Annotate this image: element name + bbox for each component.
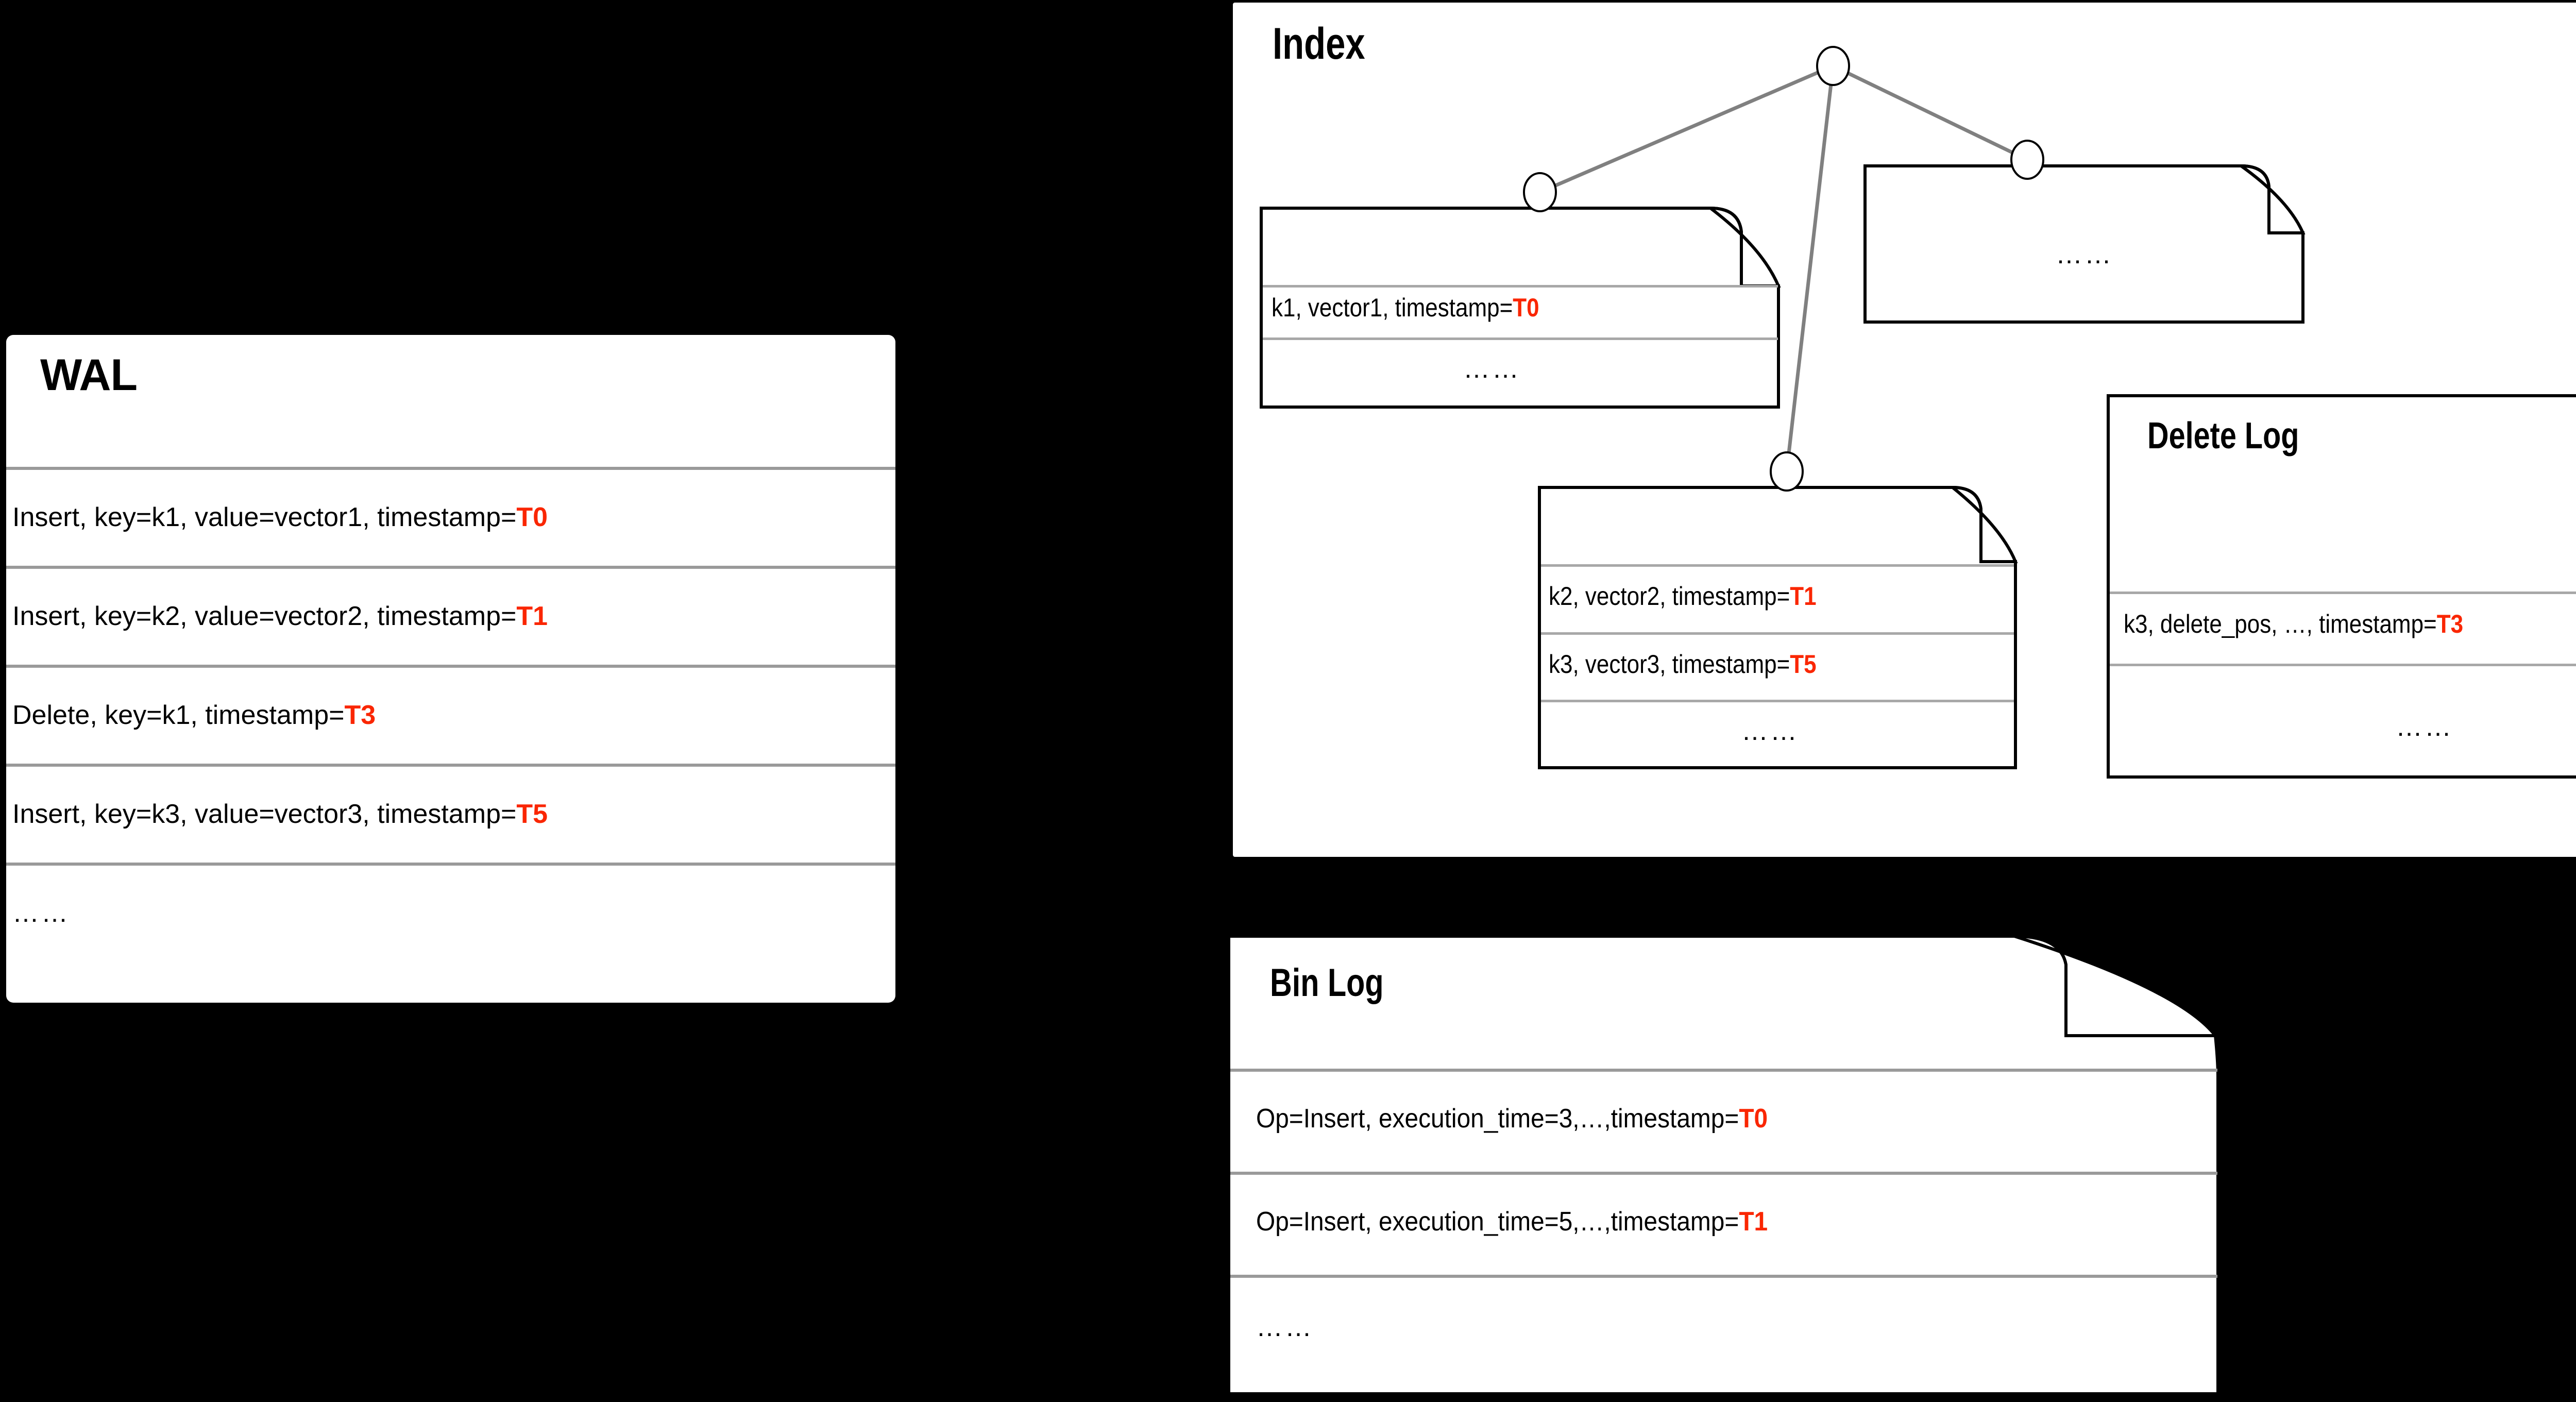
index-card-row-text: k1, vector1, timestamp= <box>1272 293 1513 322</box>
wal-separator <box>6 467 895 470</box>
delete-log-separator <box>2110 664 2576 666</box>
wal-row-text: Delete, key=k1, timestamp= <box>12 700 345 730</box>
bin-log-row: Op=Insert, execution_time=5,…,timestamp=… <box>1256 1208 1768 1235</box>
index-card-row-timestamp: T5 <box>1790 650 1817 679</box>
wal-row: Insert, key=k1, value=vector1, timestamp… <box>12 504 548 531</box>
bin-log-separator <box>1230 1275 2217 1278</box>
wal-row-ellipsis: …… <box>12 898 70 928</box>
wal-title: WAL <box>40 350 138 400</box>
index-panel <box>1233 3 2576 857</box>
delete-log-row-text: k3, delete_pos, …, timestamp= <box>2124 610 2437 638</box>
wal-row-timestamp: T1 <box>516 601 548 631</box>
delete-log-separator <box>2110 592 2576 594</box>
wal-row-timestamp: T5 <box>516 799 548 829</box>
wal-row-text: Insert, key=k2, value=vector2, timestamp… <box>12 601 517 631</box>
bin-log-separator <box>1230 1069 2217 1072</box>
wal-separator <box>6 566 895 569</box>
wal-separator <box>6 863 895 866</box>
wal-row-text: Insert, key=k1, value=vector1, timestamp… <box>12 502 517 532</box>
bin-log-row-timestamp: T1 <box>1739 1207 1768 1237</box>
index-card-row-text: k2, vector2, timestamp= <box>1549 582 1790 611</box>
bin-log-row-timestamp: T0 <box>1739 1104 1768 1134</box>
index-card-separator <box>1263 337 1778 340</box>
index-card-row-ellipsis: …… <box>2056 240 2113 269</box>
bin-log-row-text: Op=Insert, execution_time=5,…,timestamp= <box>1256 1207 1739 1237</box>
bin-log-card-fold-icon <box>2014 935 2219 1037</box>
index-card-row-timestamp: T0 <box>1513 293 1539 322</box>
delete-log-row-timestamp: T3 <box>2436 610 2464 638</box>
wal-row: Insert, key=k3, value=vector3, timestamp… <box>12 801 548 827</box>
wal-row-timestamp: T0 <box>516 502 548 532</box>
index-title: Index <box>1273 19 1365 69</box>
index-card-row-timestamp: T1 <box>1790 582 1817 611</box>
index-card-row-text: k3, vector3, timestamp= <box>1549 650 1790 679</box>
wal-row: Insert, key=k2, value=vector2, timestamp… <box>12 603 548 630</box>
bin-log-row-ellipsis: …… <box>1256 1312 1314 1342</box>
wal-separator <box>6 764 895 767</box>
delete-log-title: Delete Log <box>2147 415 2299 457</box>
index-card-separator <box>1263 285 1778 288</box>
wal-separator <box>6 665 895 668</box>
index-card-separator <box>1541 632 2014 635</box>
bin-log-row-text: Op=Insert, execution_time=3,…,timestamp= <box>1256 1104 1739 1134</box>
index-card-row: k3, vector3, timestamp=T5 <box>1549 651 1817 677</box>
bin-log-row: Op=Insert, execution_time=3,…,timestamp=… <box>1256 1105 1768 1132</box>
delete-log-row: k3, delete_pos, …, timestamp=T3 <box>2124 611 2463 637</box>
wal-row-text: Insert, key=k3, value=vector3, timestamp… <box>12 799 517 829</box>
index-card-separator <box>1541 564 2014 567</box>
index-card-row: k2, vector2, timestamp=T1 <box>1549 583 1817 609</box>
bin-log-title: Bin Log <box>1270 961 1384 1005</box>
bin-log-separator <box>1230 1172 2217 1175</box>
delete-log-row-ellipsis: …… <box>2396 712 2453 742</box>
index-card-separator <box>1541 700 2014 702</box>
wal-row-timestamp: T3 <box>344 700 376 730</box>
index-card-row-ellipsis: …… <box>1741 716 1799 746</box>
wal-row: Delete, key=k1, timestamp=T3 <box>12 702 376 729</box>
bin-log-card-body <box>1227 935 2219 1395</box>
index-card-row: k1, vector1, timestamp=T0 <box>1272 295 1539 320</box>
index-card-row-ellipsis: …… <box>1463 354 1521 384</box>
wal-panel <box>6 335 895 1003</box>
